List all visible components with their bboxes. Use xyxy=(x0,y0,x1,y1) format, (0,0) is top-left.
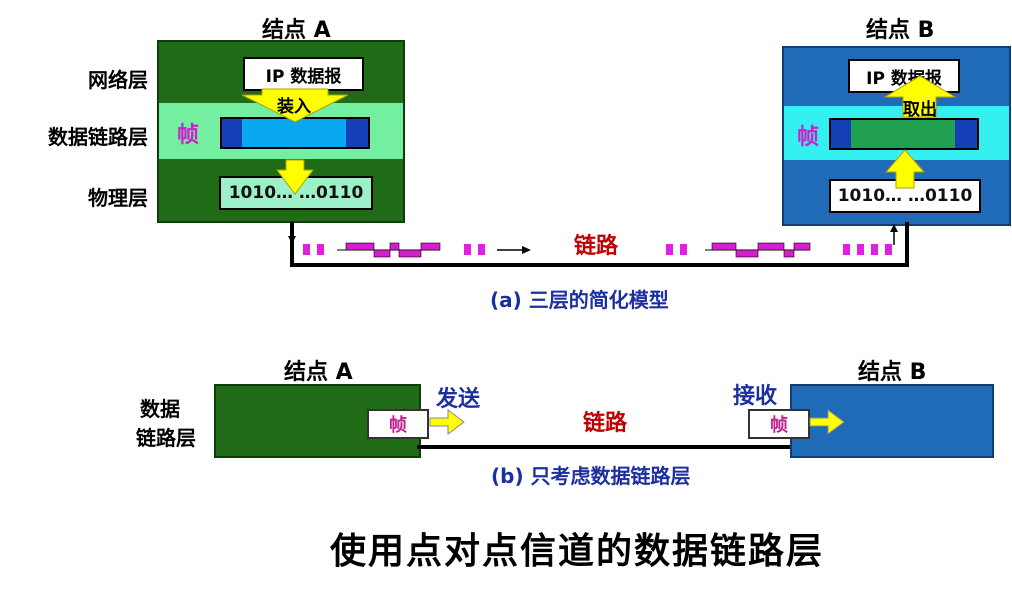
bit-squares xyxy=(303,244,892,255)
node-b-frame-payload xyxy=(851,120,955,148)
extract-arrow xyxy=(883,75,957,118)
send-label: 发送 xyxy=(436,387,481,412)
layer-label-datalink-b2: 链路层 xyxy=(136,426,196,450)
encapsulate-arrow xyxy=(241,88,349,123)
node-a-box-b xyxy=(214,384,421,458)
node-a-title-b: 结点 A xyxy=(284,360,353,385)
frame-box-receive: 帧 xyxy=(748,409,810,439)
frame-box-send: 帧 xyxy=(367,409,429,439)
signal-waveform-left xyxy=(337,242,441,258)
send-arrow xyxy=(429,409,465,435)
node-b-title-b: 结点 B xyxy=(858,360,927,385)
node-a-frame-label: 帧 xyxy=(177,123,200,148)
node-b-frame-label: 帧 xyxy=(797,125,820,150)
layer-label-physical: 物理层 xyxy=(88,186,148,210)
layer-label-datalink-b1: 数据 xyxy=(140,397,180,421)
receive-arrow xyxy=(809,409,845,435)
link-label-b: 链路 xyxy=(583,411,628,436)
node-a-title: 结点 A xyxy=(262,18,331,43)
layer-label-datalink: 数据链路层 xyxy=(48,125,148,149)
signal-waveform-right xyxy=(705,242,811,258)
encapsulate-label: 装入 xyxy=(277,97,311,117)
caption-a: (a) 三层的简化模型 xyxy=(490,288,669,312)
node-a-down-arrow xyxy=(276,159,314,195)
node-a-frame-payload xyxy=(242,119,346,147)
node-b-up-arrow xyxy=(884,149,926,189)
extract-label: 取出 xyxy=(903,100,937,120)
link-label-a: 链路 xyxy=(574,234,619,259)
receive-label: 接收 xyxy=(733,384,778,409)
page-title: 使用点对点信道的数据链路层 xyxy=(330,531,825,572)
node-b-title: 结点 B xyxy=(866,18,935,43)
caption-b: (b) 只考虑数据链路层 xyxy=(491,464,691,488)
layer-label-network: 网络层 xyxy=(88,68,148,92)
